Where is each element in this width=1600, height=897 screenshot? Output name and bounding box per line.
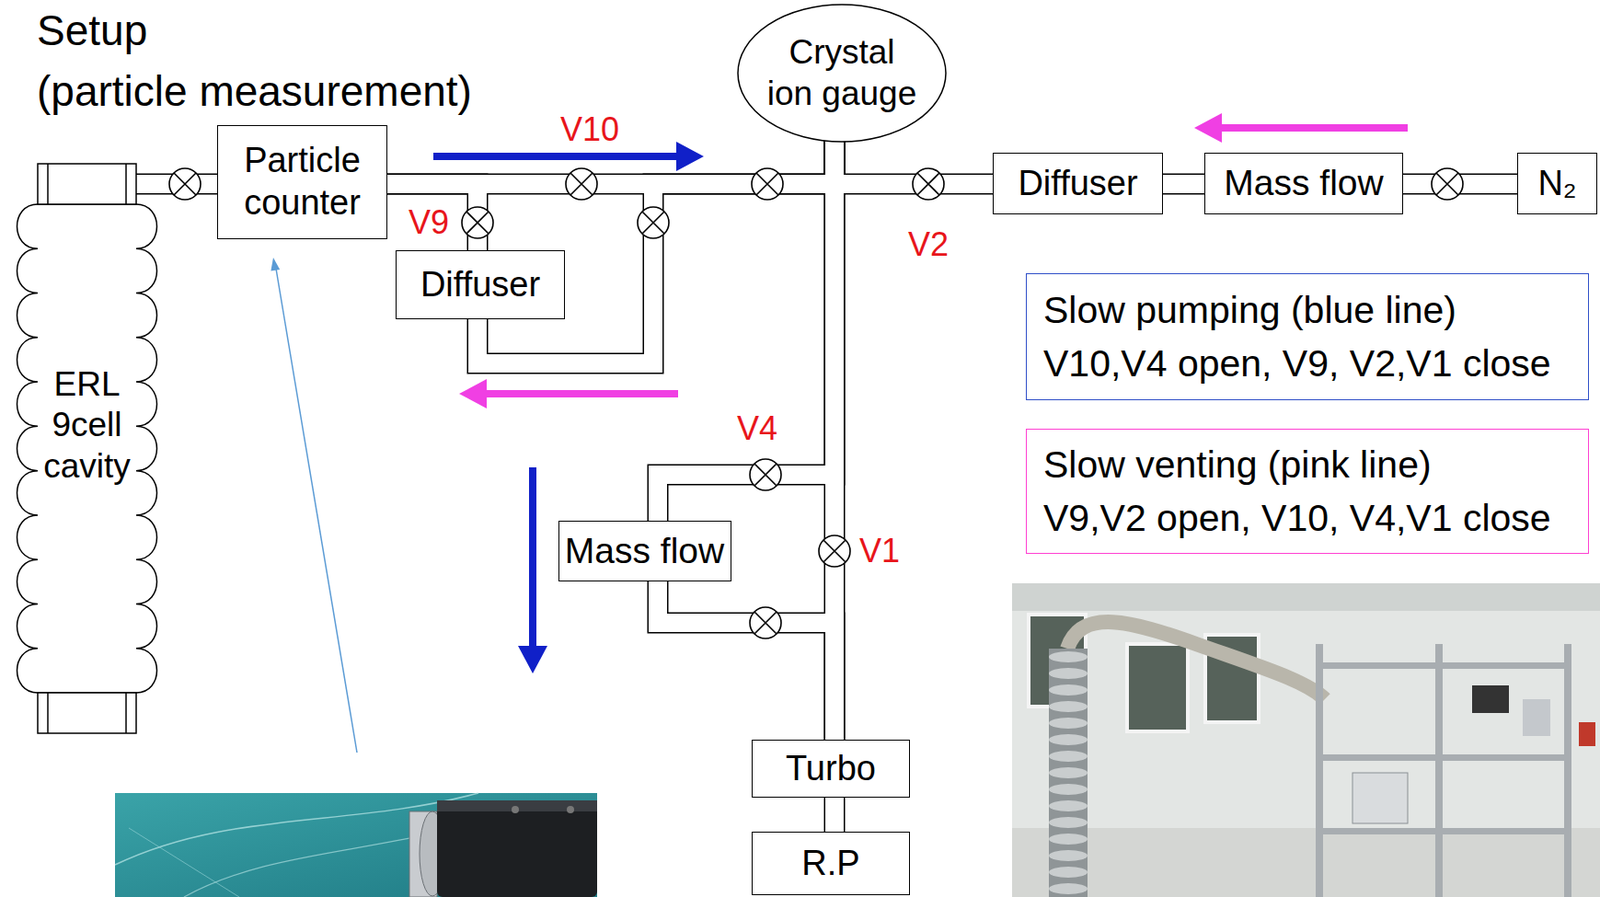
process-box: Turbo xyxy=(751,739,910,798)
photo-equipment xyxy=(1522,699,1551,737)
venting-arrow xyxy=(459,379,679,409)
valve-symbol xyxy=(818,535,851,567)
pipe-connector xyxy=(824,797,846,832)
arrow-shaft xyxy=(529,467,537,648)
pipe-connector xyxy=(657,138,835,521)
photo-frame xyxy=(1564,644,1572,897)
photo-wall xyxy=(1012,583,1600,897)
connector-heads xyxy=(136,138,1518,832)
photo-frame xyxy=(1315,754,1572,761)
process-box: Mass flow xyxy=(1204,152,1404,215)
gauge-ellipse: Crystal ion gauge xyxy=(736,3,947,143)
note-heading: Slow venting (pink line) xyxy=(1043,437,1432,492)
photo-frame xyxy=(1315,828,1572,835)
valve-label: V2 xyxy=(908,228,949,262)
node-label: Crystal ion gauge xyxy=(762,32,921,115)
arrow-shaft xyxy=(433,152,679,161)
connector-head xyxy=(834,797,836,832)
process-box: Mass flow xyxy=(558,520,732,582)
arrow-head xyxy=(1194,113,1222,143)
leader-arrow xyxy=(270,257,357,753)
node-label: Diffuser xyxy=(420,264,541,307)
connector-head xyxy=(657,581,835,740)
pipe-connector xyxy=(657,581,835,740)
venting-arrow xyxy=(1194,113,1408,143)
valve-label: V9 xyxy=(408,206,449,240)
node-label: Particle counter xyxy=(221,139,383,224)
process-box: Particle counter xyxy=(217,125,388,240)
photo-equipment xyxy=(1578,722,1596,747)
node-label: Turbo xyxy=(785,748,876,791)
arrow-head xyxy=(517,645,548,674)
process-box: N₂ xyxy=(1517,152,1598,215)
node-label: ERL 9cell cavity xyxy=(32,364,143,487)
photo-ground xyxy=(115,793,598,897)
valve-symbol xyxy=(565,168,598,200)
title-spacer xyxy=(239,0,516,47)
valve-symbol xyxy=(461,207,494,239)
photo-frame xyxy=(1315,662,1572,669)
arrow-shaft xyxy=(484,390,679,398)
arrow-head xyxy=(270,257,280,272)
device-body xyxy=(437,800,598,897)
process-box: Diffuser xyxy=(992,152,1163,215)
photo-frame xyxy=(1435,644,1443,897)
pipe-connector xyxy=(657,138,835,521)
pumping-arrow xyxy=(517,467,548,674)
photo-frame xyxy=(1315,644,1324,897)
photo-equipment xyxy=(1352,772,1408,824)
gauge-outline xyxy=(736,3,947,143)
device-screw xyxy=(511,805,519,814)
pipe-bores xyxy=(136,138,1518,832)
node-label: Mass flow xyxy=(1223,161,1383,206)
node-label: N₂ xyxy=(1537,162,1577,206)
node-label: Mass flow xyxy=(564,529,725,574)
photo-floor xyxy=(1012,828,1600,897)
valve-label: V1 xyxy=(859,534,900,568)
valve-symbol xyxy=(751,168,783,200)
connector-head xyxy=(834,138,836,740)
pipe-connector xyxy=(1162,174,1205,194)
note-box: Slow pumping (blue line)V10,V4 open, V9,… xyxy=(1025,273,1589,401)
arrow-shaft xyxy=(1220,124,1408,132)
particle-counter-photo xyxy=(115,793,598,897)
arrow-head xyxy=(459,379,487,409)
valve-symbol xyxy=(749,459,782,491)
connector-head xyxy=(657,138,835,521)
cavity-shape: ERL 9cell cavity xyxy=(15,162,159,735)
valve-label: V4 xyxy=(736,412,778,446)
photo-cavity xyxy=(1048,648,1088,897)
pipe-connector xyxy=(825,797,844,832)
node-label: R.P xyxy=(801,842,860,886)
pipe-outlines xyxy=(136,138,1518,832)
note-body: V9,V2 open, V10, V4,V1 close xyxy=(1043,491,1552,545)
pipe-connector xyxy=(1162,173,1205,196)
cleanroom-photo xyxy=(1012,583,1600,897)
photo-window xyxy=(1127,644,1188,732)
note-box: Slow venting (pink line)V9,V2 open, V10,… xyxy=(1025,428,1589,554)
photo-curve xyxy=(128,828,240,897)
photo-equipment xyxy=(1472,685,1509,714)
process-box: Diffuser xyxy=(395,250,565,320)
device-screw xyxy=(566,805,575,814)
node-label: Diffuser xyxy=(1017,162,1138,206)
connector-head xyxy=(1162,184,1205,185)
valve-symbol xyxy=(1431,168,1463,200)
valve-label: V10 xyxy=(560,113,620,147)
valve-symbol xyxy=(169,168,201,200)
photo-ceiling xyxy=(1012,583,1600,611)
valve-symbol xyxy=(912,168,944,200)
note-body: V10,V4 open, V9, V2,V1 close xyxy=(1043,336,1552,391)
diagram-title: Setup (particle measurement) xyxy=(36,0,516,122)
note-heading: Slow pumping (blue line) xyxy=(1043,283,1457,337)
pipe-connector xyxy=(657,581,835,740)
valve-symbol xyxy=(637,207,669,239)
arrow-head xyxy=(676,141,704,172)
photo-hose xyxy=(1067,621,1325,700)
leader-line xyxy=(276,268,357,753)
process-box: R.P xyxy=(751,831,910,896)
valve-symbol xyxy=(749,607,782,639)
